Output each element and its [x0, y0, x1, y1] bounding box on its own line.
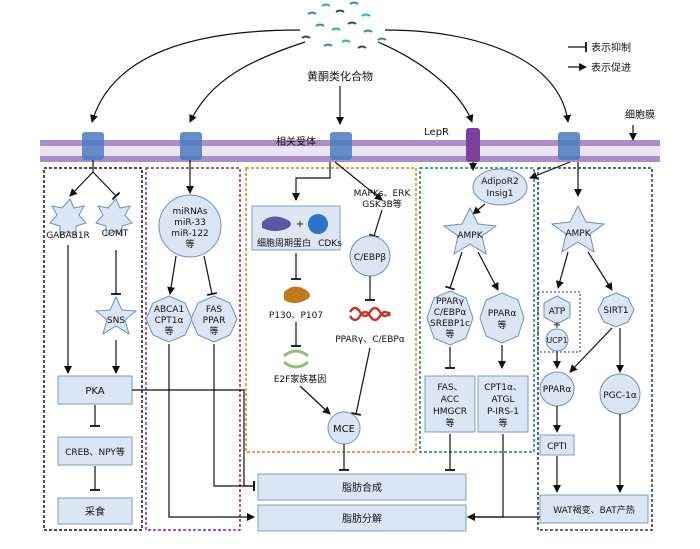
mirnas-node: [158, 194, 222, 258]
receptor-label: 相关受体: [276, 135, 316, 148]
adipor2-line-2: Insig1: [487, 189, 514, 199]
ucp1-node: [545, 328, 569, 352]
lepr-label: LepR: [424, 127, 449, 138]
e2f-shape: [283, 349, 309, 369]
fas-ppar-line-1: FAS: [206, 305, 223, 315]
panel-cellcycle-border: [245, 167, 417, 453]
fas-acc-line-1: FAS、: [437, 383, 462, 393]
legend-promote-label: 表示促进: [591, 61, 631, 74]
pparg-line-4: 等: [445, 328, 454, 340]
compound-arrows: [90, 29, 572, 125]
fas-acc-line-2: ACC: [441, 395, 460, 405]
fas-acc-line-3: HMGCR: [433, 407, 467, 417]
gababr-label: GABAB1R: [46, 231, 90, 241]
atp-plus-sign: +: [553, 320, 561, 331]
pparg-line-2: C/EBPα: [434, 308, 467, 318]
ampk-node-1: [442, 206, 498, 256]
sirt1-node: [597, 292, 635, 328]
panel-ampk2-border: [537, 167, 653, 531]
sns-node: [94, 295, 138, 336]
dna-shape: [348, 306, 392, 322]
mirnas-line-2: miR-33: [174, 218, 206, 228]
creb-label: CREB、NPY等: [65, 446, 125, 458]
gababr-node: [49, 198, 87, 237]
pka-label: PKA: [85, 386, 104, 397]
atp-node: [543, 295, 571, 325]
fas-ppar-line-3: 等: [209, 325, 218, 337]
p130-label: P130、P107: [269, 311, 323, 321]
ampk-node-2: [550, 204, 606, 254]
ppara-line-2: 等: [497, 319, 506, 331]
e2f-label: E2F家族基因: [274, 373, 327, 385]
creb-box: [57, 436, 133, 466]
fas-ppar-line-2: PPAR: [203, 316, 226, 326]
fas-ppar-node: [190, 295, 238, 343]
fat-synthesis-label: 脂肪合成: [342, 481, 382, 494]
receptor-icons: [82, 128, 580, 162]
atp-label: ATP: [549, 307, 566, 317]
ampk-label-2: AMPK: [565, 229, 591, 239]
comt-node: [95, 198, 133, 237]
cyclin-shape: [262, 216, 291, 231]
p130-shape: [284, 286, 310, 303]
plus-sign: +: [296, 219, 304, 230]
cpt-atgl-line-4: 等: [498, 417, 507, 429]
cdks-label: CDKs: [318, 239, 342, 249]
cpt-atgl-line-3: P-IRS-1: [487, 407, 519, 417]
ucp1-label: UCP1: [546, 336, 567, 345]
feeding-label: 采食: [85, 505, 105, 518]
sns-label: SNS: [107, 316, 125, 326]
wat-label: WAT褐变、BAT产热: [553, 504, 635, 516]
compound-label: 黄酮类化合物: [307, 69, 373, 83]
fat-decomposition-label: 脂肪分解: [342, 512, 382, 525]
pgc-label: PGC-1α: [603, 391, 637, 401]
fat-synthesis-box: [257, 473, 467, 501]
adipor2-line-1: AdipoR2: [481, 177, 518, 187]
membrane-label: 细胞膜: [625, 108, 655, 121]
fas-acc-box: [424, 375, 476, 433]
flavonoid-particles: [301, 1, 387, 49]
cpt-atgl-line-2: ATGL: [492, 395, 515, 405]
atp-ucp1-group: [537, 291, 581, 353]
ppara-node-1: [479, 292, 525, 344]
comt-label: COMT: [102, 229, 129, 239]
ppara-line-1: PPARα: [488, 309, 517, 319]
sirt1-label: SIRT1: [603, 306, 628, 316]
cebpb-label: C/EBPβ: [354, 253, 387, 263]
mapks-line-1: MAPKs、ERK: [354, 189, 412, 199]
adipor2-node: [472, 168, 528, 206]
pparg-line-3: SREBP1c: [430, 319, 470, 329]
cpt-atgl-line-1: CPT1α、: [484, 383, 522, 393]
ppara-label-2: PPARα: [543, 385, 572, 395]
abca1-line-1: ABCA1: [154, 305, 184, 315]
wat-box: [539, 494, 649, 524]
feeding-box: [57, 497, 133, 525]
cdk-shape: [308, 214, 328, 234]
mirnas-line-1: miRNAs: [172, 207, 207, 217]
ppar-cebp-label: PPARγ、C/EBPα: [335, 335, 405, 345]
cpt-atgl-box: [477, 375, 529, 433]
abca1-line-3: 等: [164, 325, 173, 337]
pparg-line-1: PPARγ: [436, 297, 465, 307]
lepr-receptor: [466, 128, 480, 162]
abca1-node: [145, 295, 193, 343]
panel-ampk1-border: [419, 167, 535, 453]
panel-mirna-border: [145, 167, 241, 531]
ampk-label-1: AMPK: [457, 231, 483, 241]
mapks-line-2: GSK3B等: [362, 198, 402, 210]
pka-box: [57, 375, 133, 405]
abca1-line-2: CPT1α: [155, 316, 184, 326]
pparg-node: [426, 290, 474, 346]
fas-acc-line-4: 等: [445, 417, 454, 429]
cpti-label: CPTI: [547, 442, 567, 452]
cpti-box: [539, 434, 575, 456]
fat-decomposition-box: [257, 504, 467, 532]
mce-label: MCE: [333, 424, 355, 435]
legend-inhibit-label: 表示抑制: [591, 41, 631, 54]
legend: 表示抑制 表示促进: [568, 41, 631, 74]
cycle-label: 细胞周期蛋白: [257, 237, 311, 249]
mirnas-line-3: miR-122: [171, 229, 209, 239]
mirnas-line-4: 等: [185, 238, 194, 250]
